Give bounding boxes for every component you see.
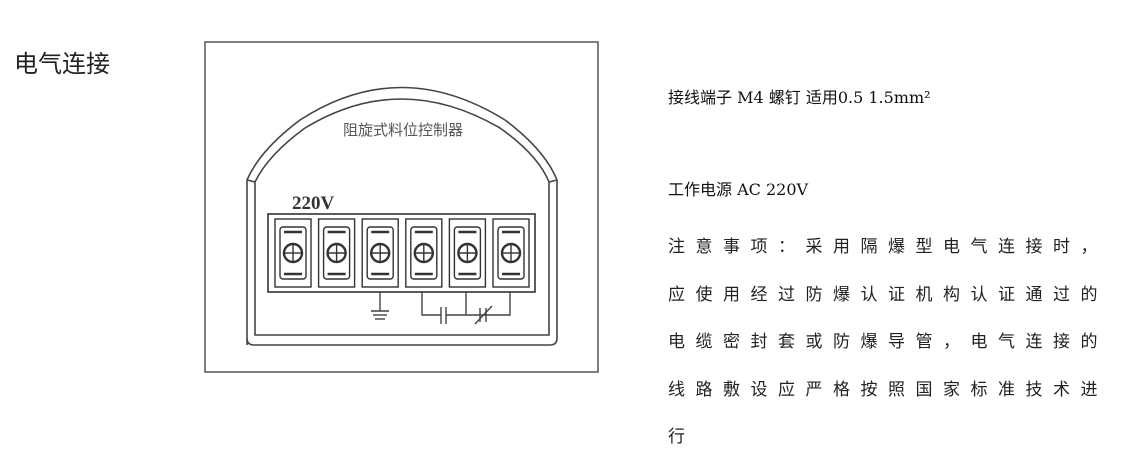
screw-terminal-icon <box>492 218 530 288</box>
diagram-frame <box>204 41 599 373</box>
terminal-strip <box>267 213 536 293</box>
terminal-spec: 接线端子 M4 螺钉 适用0.5 1.5mm² <box>668 88 931 107</box>
screw-terminal-icon <box>361 218 399 288</box>
ground-symbol-icon <box>371 292 389 320</box>
power-spec: 工作电源 AC 220V <box>668 180 809 199</box>
screw-terminal-icon <box>274 218 312 288</box>
safety-note: 注意事项：采用隔爆型电气连接时，应使用经过防爆认证机构认证通过的电缆密封套或防爆… <box>668 237 1108 447</box>
screw-terminal-icon <box>405 218 443 288</box>
capacitor-symbol-icon <box>440 307 447 324</box>
voltage-label: 220V <box>292 193 335 214</box>
device-label: 阻旋式料位控制器 <box>343 121 463 139</box>
wiring-diagram: 阻旋式料位控制器 220V <box>204 41 599 373</box>
relay-wiring <box>421 292 511 325</box>
section-title: 电气连接 <box>14 50 110 78</box>
normally-closed-contact-icon <box>474 305 493 325</box>
controller-housing <box>246 86 558 346</box>
screw-terminal-icon <box>317 218 356 288</box>
screw-terminal-icon <box>448 218 487 288</box>
